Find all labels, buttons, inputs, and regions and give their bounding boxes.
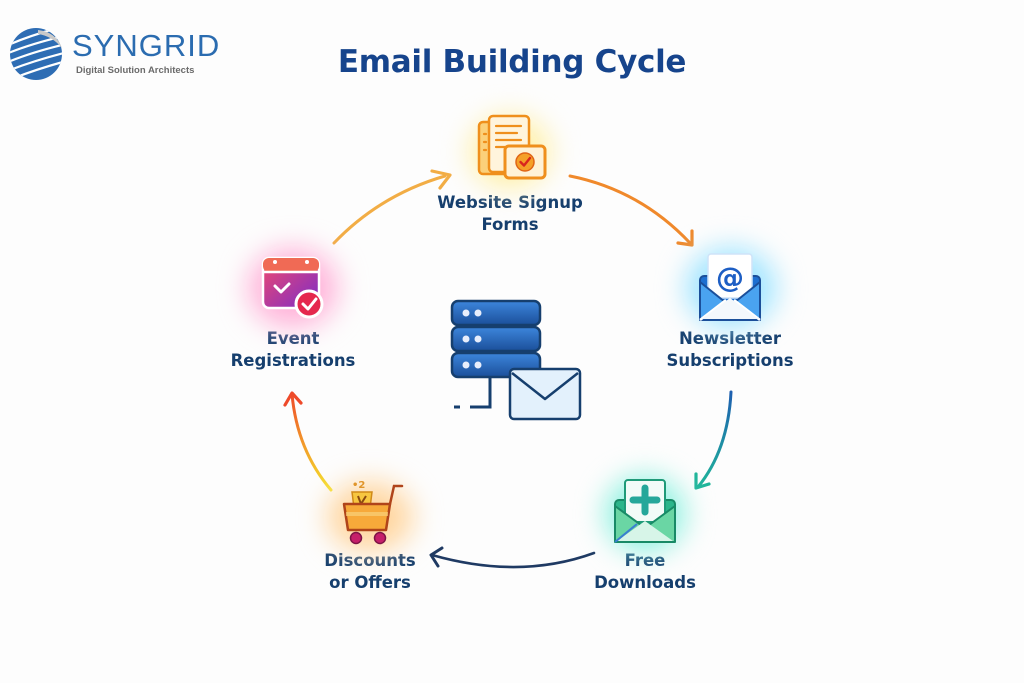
brand-tagline: Digital Solution Architects (76, 65, 195, 76)
database-server-with-envelope-icon (444, 299, 582, 421)
envelope (508, 367, 582, 421)
signup-form-checkmark-icon (477, 114, 547, 180)
step-label-line1: Website Signup (437, 193, 583, 212)
globe-logo-icon (10, 28, 62, 80)
step-label-line1: Discounts (324, 551, 416, 570)
step-label-line2: Subscriptions (666, 351, 794, 370)
cart-badge: •2 (352, 480, 365, 491)
cycle-step-newsletter-subscriptions: @ Newsletter Subscriptions (650, 248, 810, 372)
arrow-newsletter-to-downloads (694, 390, 733, 490)
step-label-line1: Event (266, 329, 320, 348)
calendar-check-icon (261, 256, 324, 319)
step-label-line2: Registrations (230, 351, 356, 370)
step-label-line2: Forms (481, 215, 539, 234)
envelope-plus-icon (614, 479, 676, 543)
shopping-cart-icon: •2 (342, 480, 404, 545)
step-label-line1: Newsletter (678, 329, 781, 348)
arrow-downloads-to-discounts (429, 546, 596, 569)
server-stack (450, 299, 542, 379)
cycle-step-discounts-or-offers: •2 Discounts or Offers (305, 474, 435, 594)
brand-name: SYNGRID (72, 28, 221, 63)
envelope-at-sign-icon: @ (699, 253, 761, 321)
cycle-step-event-registrations: Event Registrations (218, 248, 368, 372)
arrow-signup-to-newsletter (568, 174, 694, 247)
arrow-event-to-signup (332, 169, 452, 245)
cycle-step-website-signup-forms: Website Signup Forms (420, 112, 600, 236)
arrow-discounts-to-event (283, 391, 333, 492)
step-label-line2: Downloads (594, 573, 696, 592)
cycle-step-free-downloads: Free Downloads (575, 474, 715, 594)
svg-text:@: @ (716, 261, 744, 294)
page-title: Email Building Cycle (337, 44, 687, 80)
syngrid-logo: SYNGRID Digital Solution Architects (6, 24, 226, 84)
step-label-line2: or Offers (329, 573, 411, 592)
step-label-line1: Free (624, 551, 666, 570)
